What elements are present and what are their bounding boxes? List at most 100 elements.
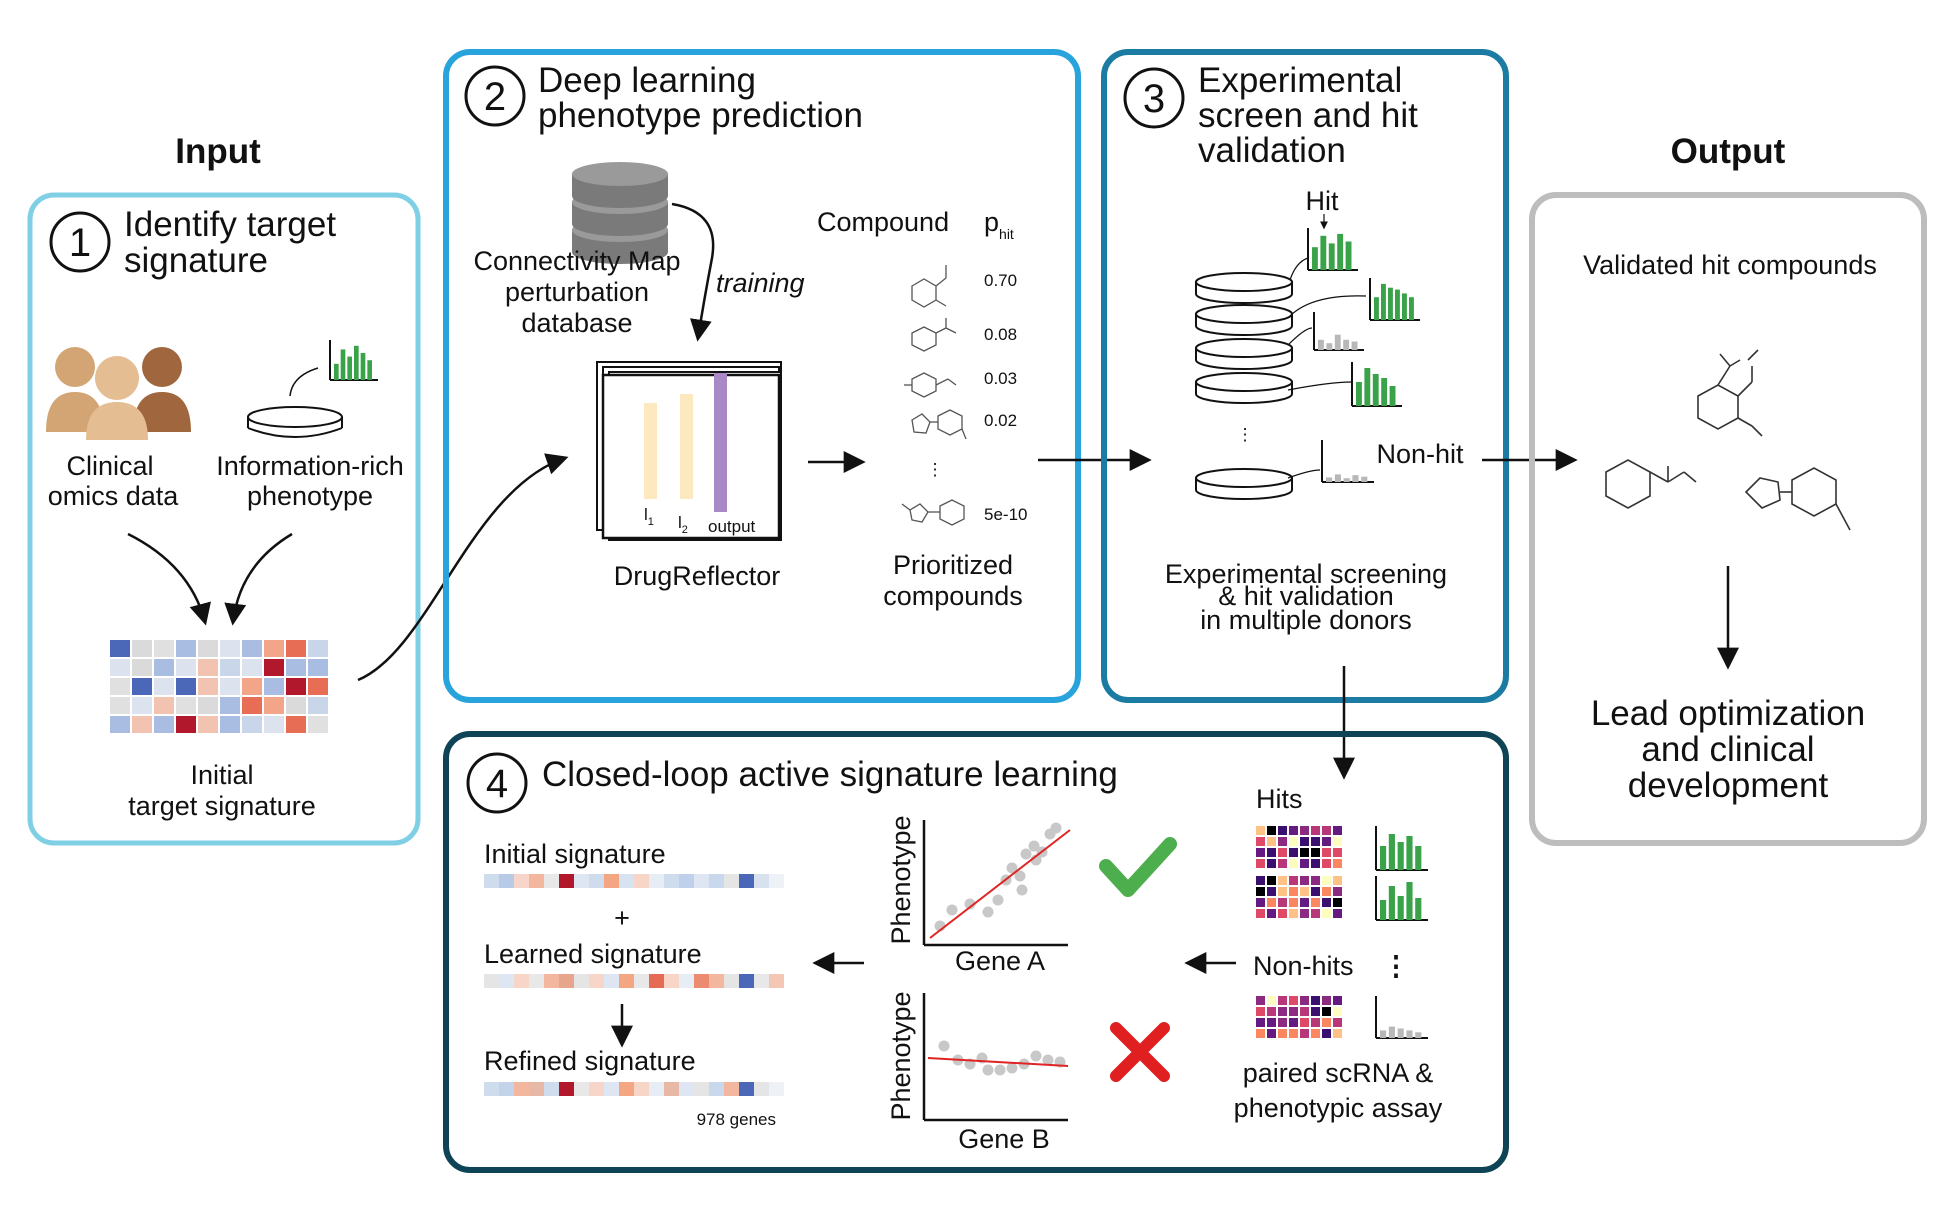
signature-cell bbox=[574, 1082, 589, 1096]
heatmap-cell bbox=[264, 640, 284, 657]
refined-signature-strip bbox=[484, 1082, 784, 1096]
heatmap-cell bbox=[242, 697, 262, 714]
barplot-bar bbox=[1388, 287, 1393, 320]
clinical-label-line1: Clinical bbox=[66, 451, 153, 481]
signature-label-line1: Initial bbox=[190, 760, 253, 790]
compound-col-header: Compound bbox=[817, 207, 949, 237]
barplot-bar bbox=[1380, 900, 1387, 920]
heatmap-cell bbox=[1267, 826, 1276, 835]
signature-cell bbox=[769, 974, 784, 988]
barplot-bar bbox=[1397, 896, 1404, 920]
barplot-bar bbox=[1397, 842, 1404, 870]
heatmap-cell bbox=[220, 716, 240, 733]
heatmap-cell bbox=[1300, 1018, 1309, 1027]
layer2-label: l2 bbox=[678, 513, 688, 536]
signature-cell bbox=[739, 974, 754, 988]
heatmap-cell bbox=[1278, 1018, 1287, 1027]
signature-cell bbox=[604, 1082, 619, 1096]
heatmap-cell bbox=[308, 659, 328, 676]
arrow-training bbox=[671, 202, 715, 342]
heatmap-cell bbox=[1267, 996, 1276, 1005]
heatmap-cell bbox=[1300, 826, 1309, 835]
heatmap-cell bbox=[132, 678, 152, 695]
heatmap-cell bbox=[176, 659, 196, 676]
prioritized-label-line1: Prioritized bbox=[893, 550, 1013, 580]
heatmap-cell bbox=[198, 659, 218, 676]
screening-plates bbox=[1195, 272, 1293, 500]
box3-title-line2: screen and hit bbox=[1198, 96, 1418, 135]
output-layer-label: output bbox=[708, 517, 756, 536]
scatter-point bbox=[1006, 862, 1018, 874]
heatmap-cell bbox=[1333, 996, 1342, 1005]
barplot-bar bbox=[367, 360, 372, 380]
signature-cell bbox=[589, 974, 604, 988]
heatmap-cell bbox=[1289, 826, 1298, 835]
heatmap-cell bbox=[1333, 837, 1342, 846]
heatmap-cell bbox=[1267, 1018, 1276, 1027]
scatter-point bbox=[1030, 1050, 1042, 1062]
heatmap-cell bbox=[1322, 996, 1331, 1005]
signature-cell bbox=[664, 1082, 679, 1096]
heatmap-cell bbox=[1333, 848, 1342, 857]
plate-top bbox=[1195, 272, 1293, 292]
signature-cell bbox=[754, 874, 769, 888]
signature-cell bbox=[604, 874, 619, 888]
signature-cell bbox=[619, 1082, 634, 1096]
heatmap-cell bbox=[1278, 859, 1287, 868]
patients-icon bbox=[46, 347, 191, 440]
box3-border bbox=[1101, 49, 1509, 703]
heatmap-cell bbox=[1278, 996, 1287, 1005]
gene-b-y-axis-label: Phenotype bbox=[886, 991, 916, 1120]
heatmap-cell bbox=[1256, 837, 1265, 846]
box2-number: 2 bbox=[484, 75, 506, 119]
heatmap-cell bbox=[154, 697, 174, 714]
heatmap-cell bbox=[1311, 826, 1320, 835]
barplot-bar bbox=[1320, 235, 1327, 270]
scatter-point bbox=[982, 1064, 994, 1076]
signature-cell bbox=[679, 1082, 694, 1096]
scatter-point bbox=[992, 894, 1004, 906]
heatmap-cell bbox=[220, 640, 240, 657]
heatmap-cell bbox=[286, 678, 306, 695]
assay-heatmaps bbox=[1256, 826, 1342, 1038]
heatmap-cell bbox=[242, 716, 262, 733]
heatmap-cell bbox=[1300, 837, 1309, 846]
checkmark-icon bbox=[1099, 837, 1177, 897]
box2-border bbox=[443, 49, 1081, 703]
output-heading: Output bbox=[1671, 132, 1786, 171]
heatmap-cell bbox=[1256, 859, 1265, 868]
heatmap-cell bbox=[1322, 1018, 1331, 1027]
signature-cell bbox=[664, 974, 679, 988]
training-label: training bbox=[716, 268, 805, 298]
heatmap-cell bbox=[242, 640, 262, 657]
signature-cell bbox=[499, 874, 514, 888]
plate-top bbox=[1195, 468, 1293, 488]
heatmap-cell bbox=[132, 659, 152, 676]
signature-cell bbox=[529, 974, 544, 988]
gene-b-points bbox=[938, 1040, 1066, 1076]
signature-cell bbox=[484, 874, 499, 888]
lead-label-line3: development bbox=[1628, 766, 1829, 805]
heatmap-cell bbox=[1333, 909, 1342, 918]
plus-sign: + bbox=[614, 903, 630, 933]
heatmap-cell bbox=[1267, 876, 1276, 885]
box1-title-line2: signature bbox=[124, 241, 268, 280]
gene-a-points bbox=[934, 822, 1062, 932]
heatmap-cell bbox=[1289, 837, 1298, 846]
scatter-point bbox=[994, 1064, 1006, 1076]
barplot-bar bbox=[1415, 1032, 1422, 1038]
heatmap-cell bbox=[1333, 1007, 1342, 1016]
plate-icon bbox=[1195, 304, 1293, 336]
validated-compound-structures bbox=[1605, 349, 1851, 531]
p-hit-col-header: phit bbox=[984, 207, 1014, 242]
gene-b-fit-line bbox=[927, 1057, 1069, 1067]
heatmap-cell bbox=[198, 716, 218, 733]
scatter-point bbox=[982, 906, 994, 918]
heatmap-cell bbox=[176, 678, 196, 695]
heatmap-cell bbox=[1322, 1007, 1331, 1016]
heatmap-cell bbox=[154, 640, 174, 657]
box2-title-line2: phenotype prediction bbox=[538, 96, 863, 135]
initial-signature-label: Initial signature bbox=[484, 839, 666, 869]
drugreflector-network: l1 l2 output bbox=[596, 361, 782, 541]
plate-top bbox=[1195, 304, 1293, 324]
